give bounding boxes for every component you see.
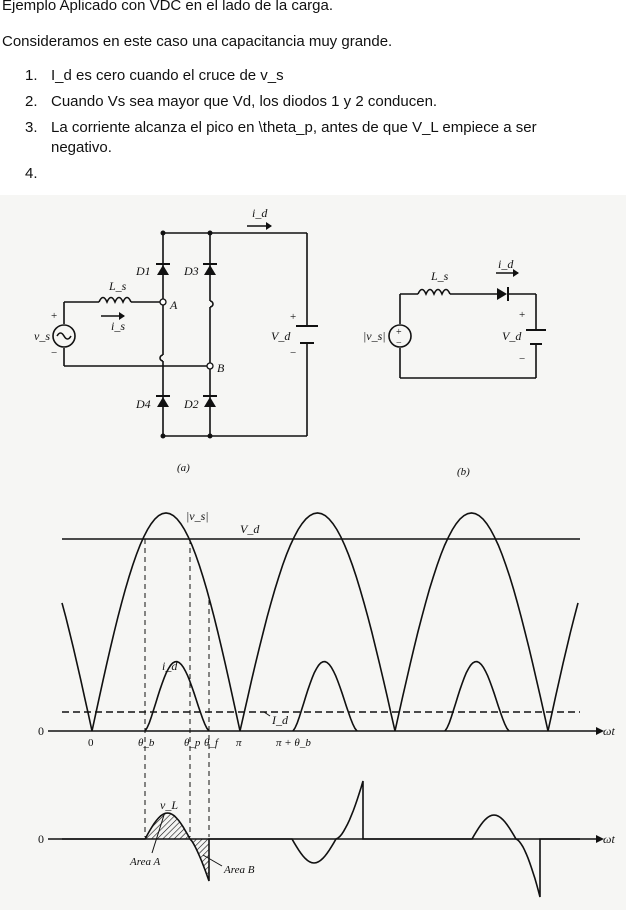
list-number: 3. — [25, 119, 38, 136]
label-vs-abs: |v_s| — [186, 509, 209, 523]
diode-d3 — [204, 265, 216, 275]
vl-voltage-curve — [62, 780, 580, 898]
label-node-b: B — [217, 361, 225, 375]
circuit-b-symbols: + − — [396, 269, 519, 349]
label-omega-t-bottom: ωt — [603, 832, 615, 846]
label-zero-top: 0 — [38, 724, 44, 738]
tick-labels: 0 θ_b θ_p θ_f π π + θ_b — [88, 737, 311, 749]
heading: Ejemplo Aplicado con VDC en el lado de l… — [2, 0, 334, 14]
label-area-b: Area B — [223, 864, 255, 876]
waveform-top-labels: |v_s| V_d i_d I_d 0 ωt 0 θ_b θ_p θ_f π π… — [38, 509, 615, 749]
label-omega-t-top: ωt — [603, 724, 615, 738]
rectified-vs-curve — [61, 512, 579, 732]
figure-background — [0, 195, 626, 910]
label-d2: D2 — [183, 397, 199, 411]
label-id: i_d — [252, 206, 268, 220]
guide-lines — [144, 539, 210, 837]
label-Id: I_d — [271, 713, 289, 727]
label-cap-minus: − — [290, 347, 296, 359]
list-number: 4. — [25, 165, 38, 182]
waveform-bottom-labels: v_L 0 ωt Area A Area B — [38, 798, 615, 876]
intro-paragraph: Consideramos en este caso una capacitanc… — [2, 33, 393, 50]
label-cap-plus-b: + — [519, 309, 525, 321]
label-source-minus: − — [51, 347, 57, 359]
label-vs-abs-b: |v_s| — [363, 329, 386, 343]
label-ls-b: L_s — [430, 269, 449, 283]
circuit-a-symbols — [119, 222, 272, 439]
rectifier-figure: i_d D1 D3 D4 D2 L_s i_s A B v_s V_d + − … — [0, 195, 626, 910]
list-number: 2. — [25, 93, 38, 110]
area-b-pointer — [202, 854, 223, 867]
circuit-b-labels: L_s i_d |v_s| V_d + − (b) — [363, 257, 525, 478]
area-a-shading — [145, 813, 190, 839]
diode-b — [497, 288, 507, 300]
list-item: 3. La corriente alcanza el pico en \theta… — [0, 118, 591, 158]
tick-label: 0 — [88, 737, 94, 749]
list-text: La corriente alcanza el pico en \theta_p… — [51, 119, 537, 156]
steps-list: 1. I_d es cero cuando el cruce de v_s 2. C… — [0, 66, 626, 182]
label-source-plus: + — [51, 310, 57, 322]
label-cap-minus-b: − — [519, 353, 525, 365]
id-current-pulses — [144, 660, 510, 732]
label-vd: V_d — [271, 329, 291, 343]
waveform-top-symbols — [263, 711, 604, 735]
tick-label: π — [236, 737, 242, 749]
label-d1: D1 — [135, 264, 151, 278]
waveform-top — [48, 512, 596, 837]
label-vd-level: V_d — [240, 522, 260, 536]
label-node-a: A — [169, 298, 178, 312]
label-id-curve: i_d — [162, 659, 178, 673]
list-item: 2. Cuando Vs sea mayor que Vd, los diodos… — [0, 92, 591, 112]
list-number: 1. — [25, 67, 38, 84]
diode-d4 — [157, 397, 169, 407]
label-zero-bottom: 0 — [38, 832, 44, 846]
label-d3: D3 — [183, 264, 199, 278]
list-text: Cuando Vs sea mayor que Vd, los diodos 1… — [51, 93, 438, 110]
diode-d1 — [157, 265, 169, 275]
label-id-b: i_d — [498, 257, 514, 271]
label-vs: v_s — [34, 329, 50, 343]
tick-label: π + θ_b — [276, 737, 311, 749]
label-d4: D4 — [135, 397, 151, 411]
label-is: i_s — [111, 319, 125, 333]
label-vl: v_L — [160, 798, 178, 812]
area-b-shading — [190, 839, 209, 881]
area-a-pointer — [151, 814, 165, 854]
waveform-bottom — [48, 780, 596, 898]
caption-a: (a) — [177, 462, 190, 474]
source-minus-sign: − — [396, 338, 402, 349]
label-vd-b: V_d — [502, 329, 522, 343]
label-area-a: Area A — [129, 856, 161, 868]
diode-d2 — [204, 397, 216, 407]
circuit-a-labels: i_d D1 D3 D4 D2 L_s i_s A B v_s V_d + − … — [34, 206, 296, 474]
source-plus-sign: + — [396, 327, 402, 338]
waveform-bottom-symbols — [596, 835, 604, 843]
tick-label: θ_b — [138, 737, 155, 749]
tick-label: θ_f — [204, 737, 220, 749]
label-ls: L_s — [108, 279, 127, 293]
label-cap-plus: + — [290, 311, 296, 323]
list-item: 1. I_d es cero cuando el cruce de v_s — [0, 66, 591, 86]
tick-label: θ_p — [184, 737, 201, 749]
caption-b: (b) — [457, 466, 470, 478]
list-text: I_d es cero cuando el cruce de v_s — [51, 67, 284, 84]
